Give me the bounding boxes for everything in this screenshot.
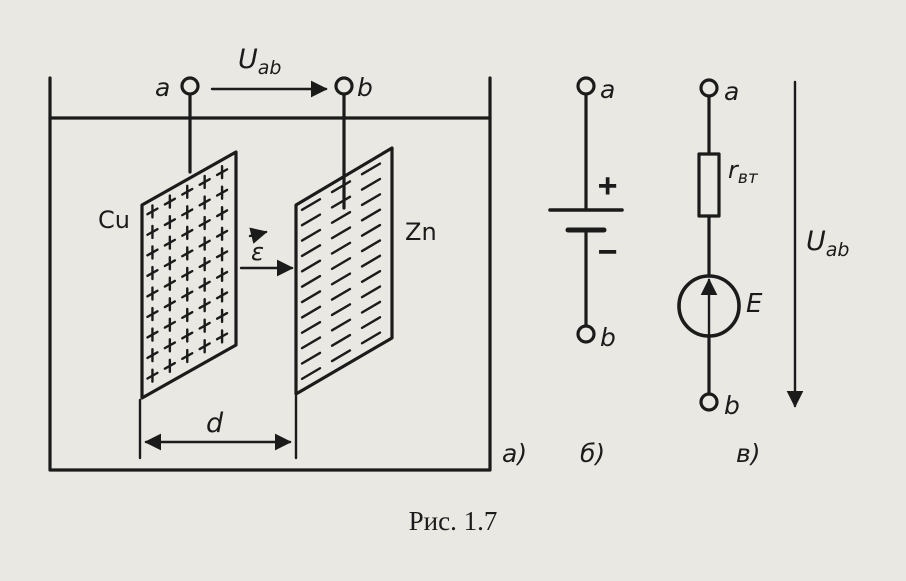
panel-b-battery: a b + − б): [548, 75, 624, 468]
zn-electrode: [294, 146, 394, 396]
minus-mark: [330, 349, 352, 363]
minus-mark: [360, 331, 382, 345]
minus-mark: [300, 367, 322, 381]
minus-mark: [360, 223, 382, 237]
terminal-b-label: b: [600, 323, 616, 352]
panel-c-equivalent-circuit: a rвт E b Uab в): [677, 77, 849, 468]
terminal-a-circle: [576, 76, 596, 96]
minus-mark: [300, 290, 322, 304]
terminal-a-circle: [180, 76, 200, 96]
minus-mark: [300, 274, 322, 288]
zn-label: Zn: [405, 218, 437, 246]
minus-mark: [330, 195, 352, 209]
field-label: ε: [251, 238, 264, 266]
distance-label: d: [206, 408, 224, 439]
minus-mark: [360, 162, 382, 176]
minus-mark: [330, 226, 352, 240]
positive-charges: [146, 164, 229, 383]
terminal-b-circle: [699, 392, 719, 412]
vessel: [48, 76, 492, 472]
panel-b-label: б): [580, 439, 605, 468]
minus-mark: [300, 336, 322, 350]
plus-sign: +: [598, 166, 617, 204]
minus-mark: [360, 316, 382, 330]
terminal-a-label: a: [155, 73, 170, 102]
minus-mark: [300, 244, 322, 258]
minus-mark: [300, 320, 322, 334]
minus-mark: [300, 259, 322, 273]
terminal-b-circle: [334, 76, 354, 96]
minus-mark: [330, 303, 352, 317]
minus-mark: [360, 239, 382, 253]
voltage-label: Uab: [806, 226, 849, 261]
minus-mark: [300, 351, 322, 365]
minus-mark: [300, 305, 322, 319]
minus-mark: [360, 193, 382, 207]
field-vector-mark: [248, 227, 268, 244]
terminal-b-label: b: [724, 391, 740, 420]
minus-mark: [330, 272, 352, 286]
terminal-b-label: b: [357, 73, 373, 102]
panel-c-label: в): [736, 439, 761, 468]
negative-charges: [300, 162, 382, 381]
minus-mark: [300, 198, 322, 212]
minus-mark: [330, 287, 352, 301]
minus-mark: [360, 300, 382, 314]
terminal-a-label: a: [724, 77, 739, 106]
minus-mark: [360, 285, 382, 299]
terminal-a-label: a: [600, 75, 615, 104]
minus-mark: [360, 269, 382, 283]
minus-mark: [330, 210, 352, 224]
minus-mark: [360, 177, 382, 191]
minus-mark: [300, 213, 322, 227]
minus-mark: [330, 318, 352, 332]
internal-resistor: [697, 152, 721, 218]
minus-mark: [330, 241, 352, 255]
resistor-label: rвт: [728, 156, 759, 188]
panel-a-label: a): [502, 439, 527, 468]
minus-mark: [330, 257, 352, 271]
minus-mark: [330, 333, 352, 347]
terminal-a-circle: [699, 78, 719, 98]
voltage-label: Uab: [238, 44, 281, 79]
emf-label: E: [746, 289, 763, 319]
figure-caption: Рис. 1.7: [408, 506, 498, 536]
minus-mark: [300, 228, 322, 242]
minus-mark: [360, 208, 382, 222]
minus-mark: [360, 254, 382, 268]
panel-a-electrolytic-cell: a b Uab Cu Zn ε d a): [48, 44, 527, 472]
minus-sign: −: [598, 232, 617, 270]
minus-mark: [330, 180, 352, 194]
terminal-b-circle: [576, 324, 596, 344]
cu-electrode: [140, 150, 238, 400]
cu-label: Cu: [98, 206, 130, 234]
